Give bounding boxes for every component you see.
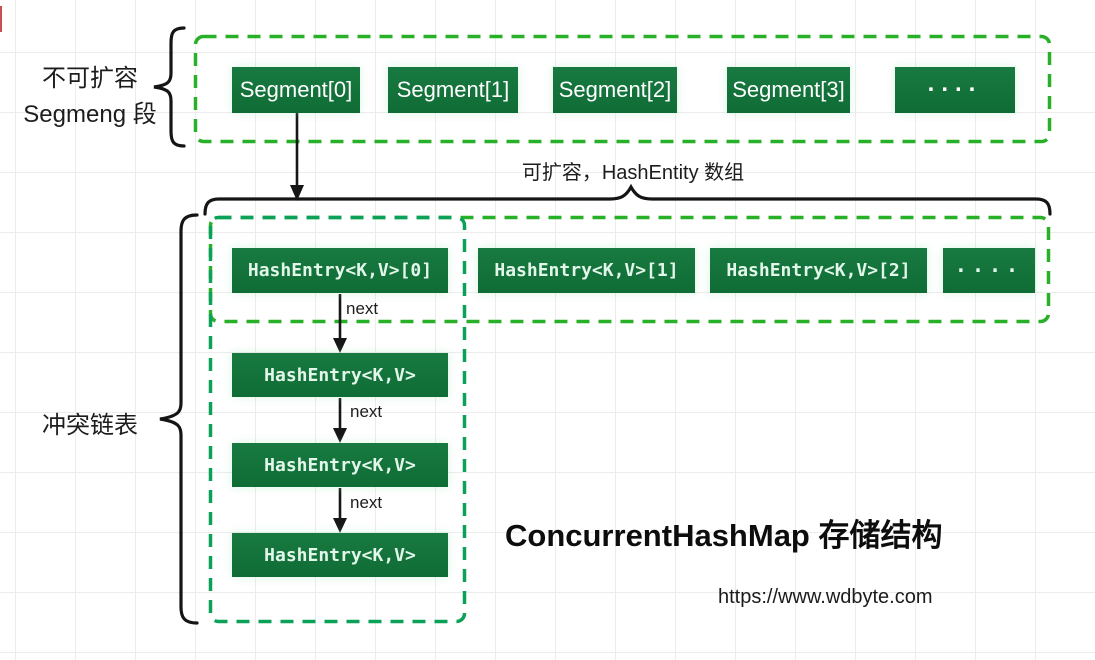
segment-section-label-line2: Segmeng 段 (23, 101, 157, 128)
chain-node-3: HashEntry<K,V> (232, 533, 448, 577)
segment-box-3: Segment[3] (727, 67, 850, 113)
arrow-next-3 (333, 488, 347, 533)
hashentry-array-brace (203, 183, 1052, 216)
conflict-chain-dashed-border (208, 215, 467, 624)
segment-array-dashed-border (193, 34, 1052, 144)
hashentry-box-0: HashEntry<K,V>[0] (232, 248, 448, 293)
segment-box-0: Segment[0] (232, 67, 360, 113)
segment-section-brace (153, 26, 186, 148)
segment-box-1: Segment[1] (388, 67, 518, 113)
website-url: https://www.wdbyte.com (718, 586, 933, 608)
diagram-title: ConcurrentHashMap 存储结构 (505, 518, 943, 553)
hashentry-ellipsis-text: .... (954, 252, 1024, 277)
conflict-chain-label: 冲突链表 (42, 412, 138, 439)
conflict-chain-brace (159, 213, 199, 625)
left-edge-red-mark (0, 6, 2, 32)
hashentry-box-1: HashEntry<K,V>[1] (478, 248, 695, 293)
arrow-next-1 (333, 294, 347, 353)
hashentry-array-caption: 可扩容，HashEntity 数组 (521, 162, 745, 184)
hashentry-box-ellipsis: .... (943, 248, 1035, 293)
segment-box-2: Segment[2] (553, 67, 677, 113)
segment-ellipsis-text: .... (927, 70, 983, 97)
next-label-2: next (350, 402, 383, 421)
hashentry-box-2: HashEntry<K,V>[2] (710, 248, 927, 293)
arrow-next-2 (333, 398, 347, 443)
arrow-segment0-to-hashentry (290, 112, 304, 201)
segment-section-label-line1: 不可扩容 (42, 65, 138, 92)
chain-node-2: HashEntry<K,V> (232, 443, 448, 487)
next-label-1: next (346, 299, 379, 318)
chain-node-1: HashEntry<K,V> (232, 353, 448, 397)
hashentry-array-dashed-border (208, 215, 1051, 324)
segment-box-ellipsis: .... (895, 67, 1015, 113)
next-label-3: next (350, 493, 383, 512)
